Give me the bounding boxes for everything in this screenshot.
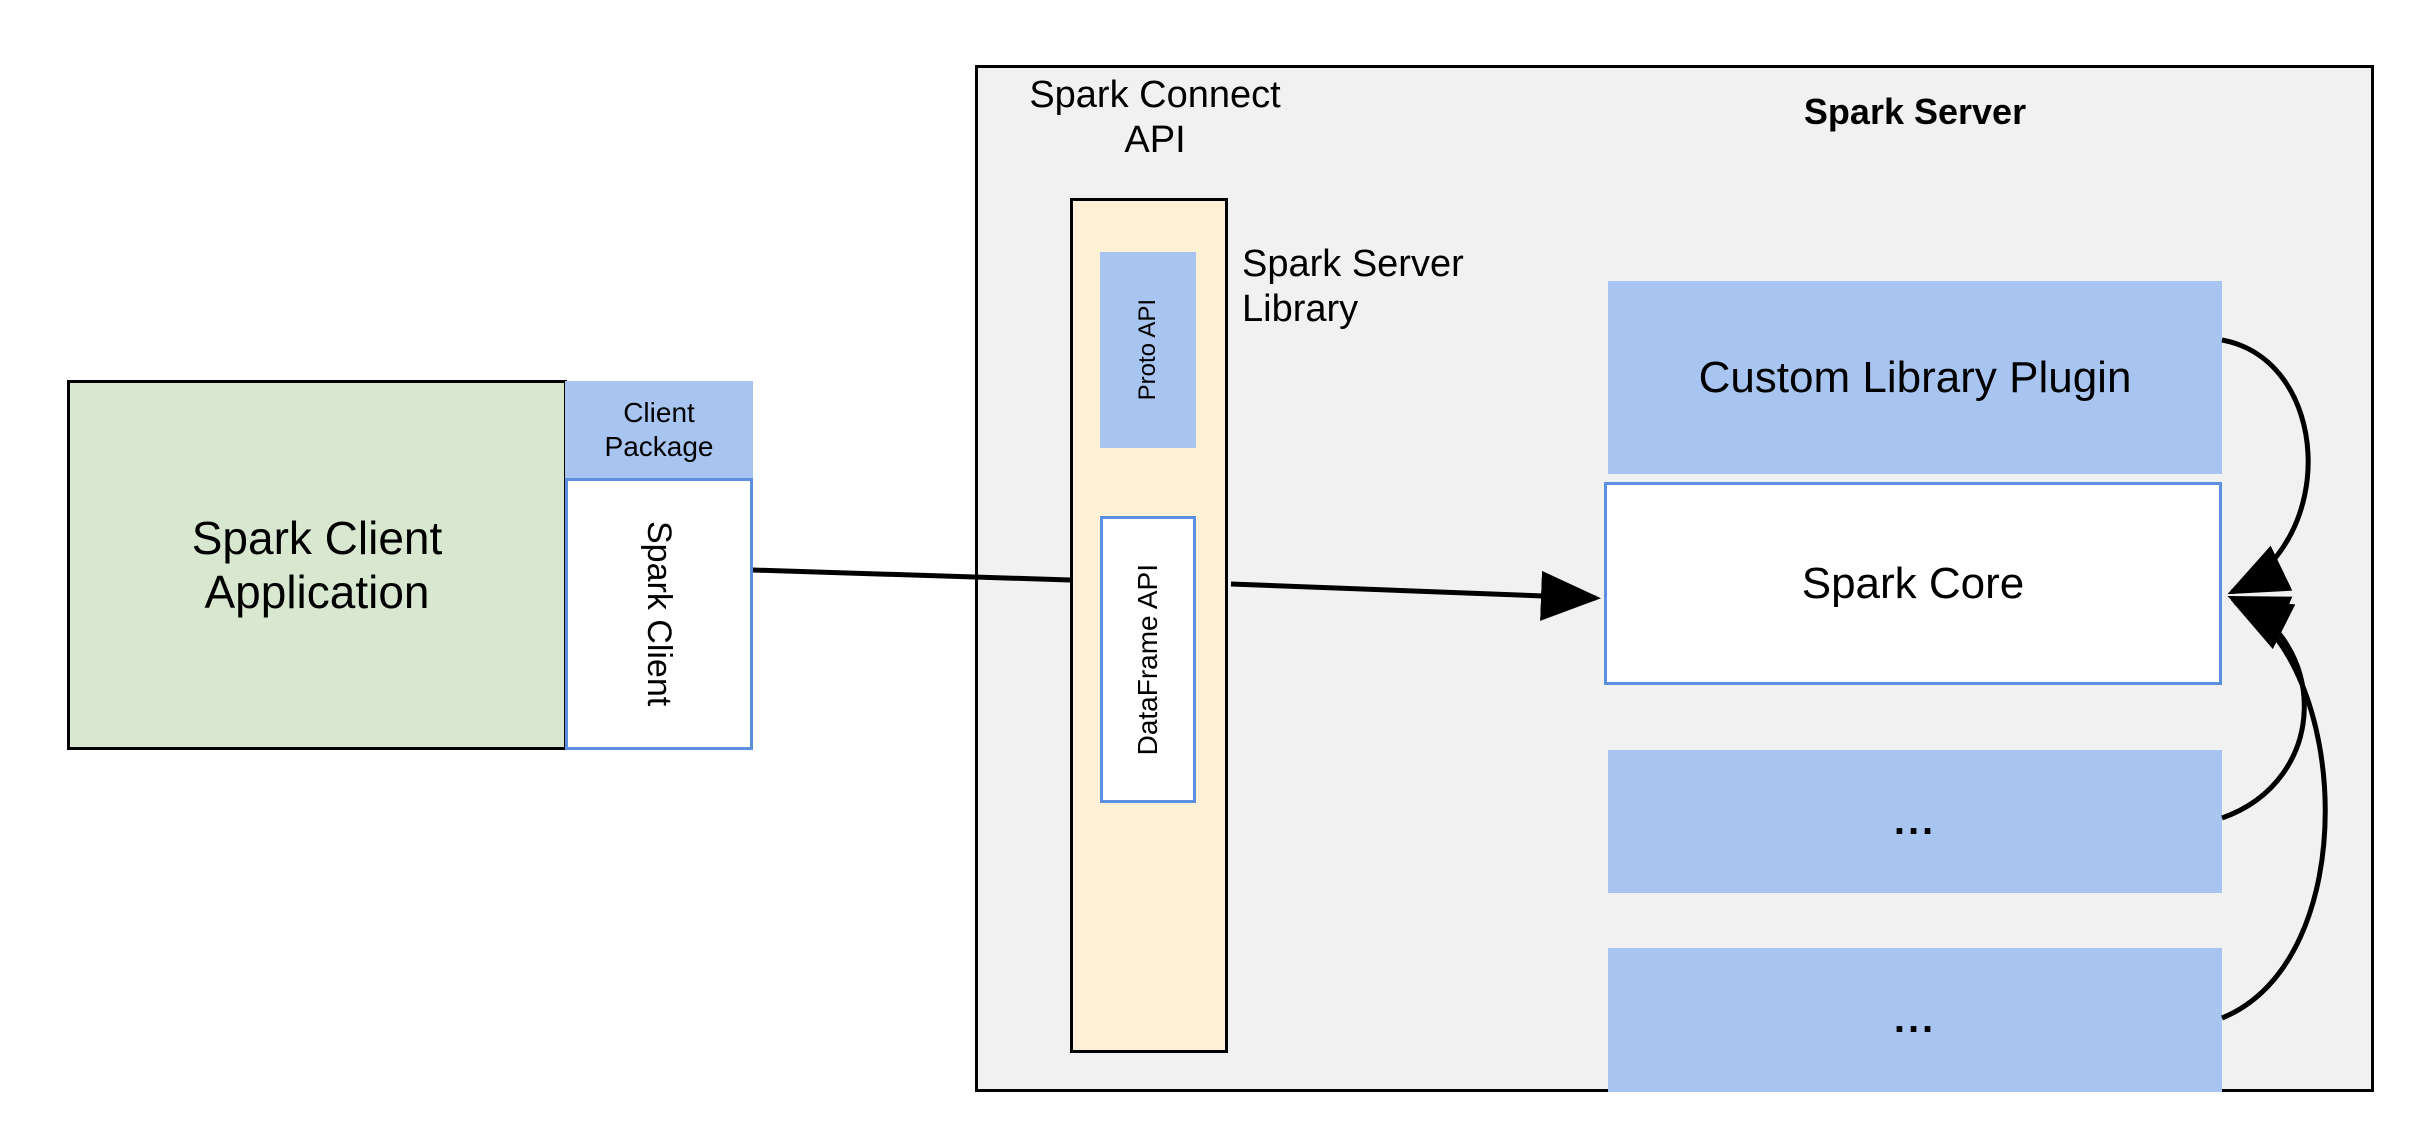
client-package-line-2: Package [604, 430, 714, 462]
client-app-line-2: Application [204, 566, 430, 618]
custom-library-plugin-label: Custom Library Plugin [1698, 352, 2132, 402]
proto-api-box[interactable]: Proto API [1100, 252, 1196, 448]
server-library-line-2: Library [1242, 287, 1359, 330]
client-package-label: Client Package [605, 396, 714, 462]
dataframe-api-box[interactable]: DataFrame API [1100, 516, 1196, 803]
spark-server-library-label: Spark Server Library [1242, 242, 1572, 352]
placeholder-component-box-2[interactable]: ... [1608, 948, 2222, 1092]
client-package-line-1: Client [623, 397, 695, 429]
server-library-line-1: Spark Server [1242, 243, 1464, 285]
spark-core-label: Spark Core [1801, 558, 2025, 608]
placeholder-component-box-1[interactable]: ... [1608, 750, 2222, 893]
spark-client-box[interactable]: Spark Client [565, 478, 753, 750]
connect-api-line-1: Spark Connect [1029, 74, 1281, 116]
spark-connect-api-label: Spark Connect API [1010, 65, 1300, 170]
custom-library-plugin-box[interactable]: Custom Library Plugin [1608, 281, 2222, 474]
spark-server-title: Spark Server [1803, 90, 2027, 132]
spark-client-label: Spark Client [640, 521, 679, 707]
dataframe-api-label: DataFrame API [1132, 563, 1164, 756]
spark-client-application-box[interactable]: Spark Client Application [67, 380, 567, 750]
placeholder-label-1: ... [1893, 798, 1937, 843]
spark-core-box[interactable]: Spark Core [1604, 482, 2222, 685]
placeholder-label-2: ... [1893, 997, 1937, 1042]
spark-client-application-label: Spark Client Application [192, 511, 443, 620]
client-package-box[interactable]: Client Package [565, 381, 753, 478]
connect-api-line-2: API [1124, 118, 1186, 161]
client-app-line-1: Spark Client [191, 511, 443, 564]
proto-api-label: Proto API [1133, 299, 1161, 401]
